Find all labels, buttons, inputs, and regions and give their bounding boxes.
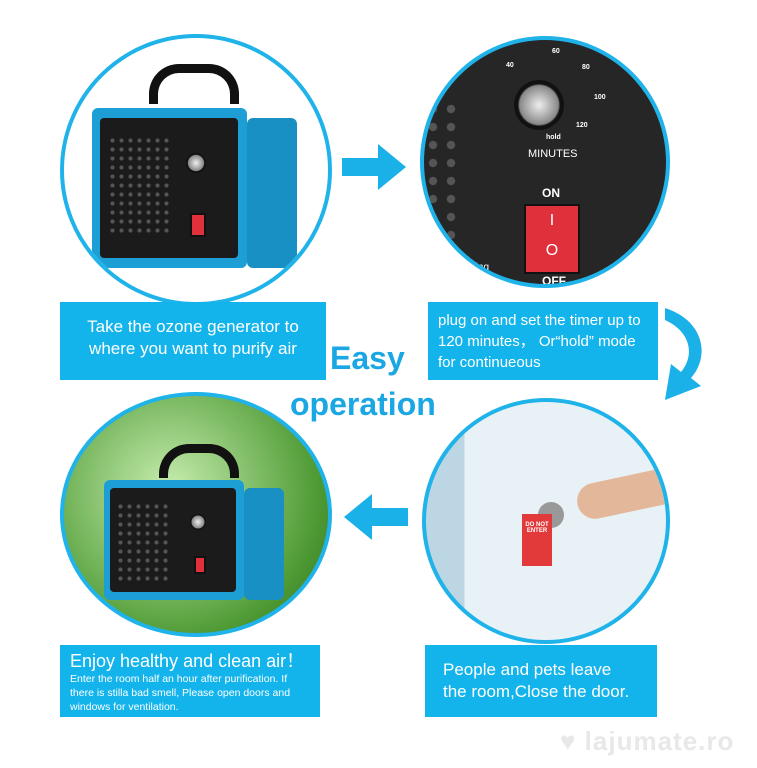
timer-knob: [514, 80, 564, 130]
device-handle: [149, 64, 239, 104]
power-switch: I O: [524, 204, 580, 274]
step2-caption: plug on and set the timer up to 120 minu…: [428, 302, 658, 380]
step3-caption: People and pets leave the room,Close the…: [425, 645, 657, 717]
arrow-right-icon: [342, 144, 406, 190]
step4-caption: Enjoy healthy and clean air！ Enter the r…: [60, 645, 320, 717]
door-sign: DO NOT ENTER: [522, 514, 552, 566]
watermark-logo-icon: ♥: [560, 726, 577, 756]
step2-image: 40 60 80 100 120 hold MINUTES ON I O OFF…: [420, 36, 670, 288]
curved-arrow-down-icon: [665, 308, 702, 400]
title-operation: operation: [290, 386, 436, 422]
step3-image: DO NOT ENTER: [422, 398, 670, 644]
title-easy: Easy: [330, 340, 405, 376]
step1-image: [60, 34, 332, 306]
watermark: ♥ lajumate.ro: [560, 726, 735, 756]
arrow-left-icon: [344, 494, 408, 540]
step1-caption: Take the ozone generator to where you wa…: [60, 302, 326, 380]
step4-image: [60, 392, 332, 637]
ozone-generator: [92, 108, 247, 268]
